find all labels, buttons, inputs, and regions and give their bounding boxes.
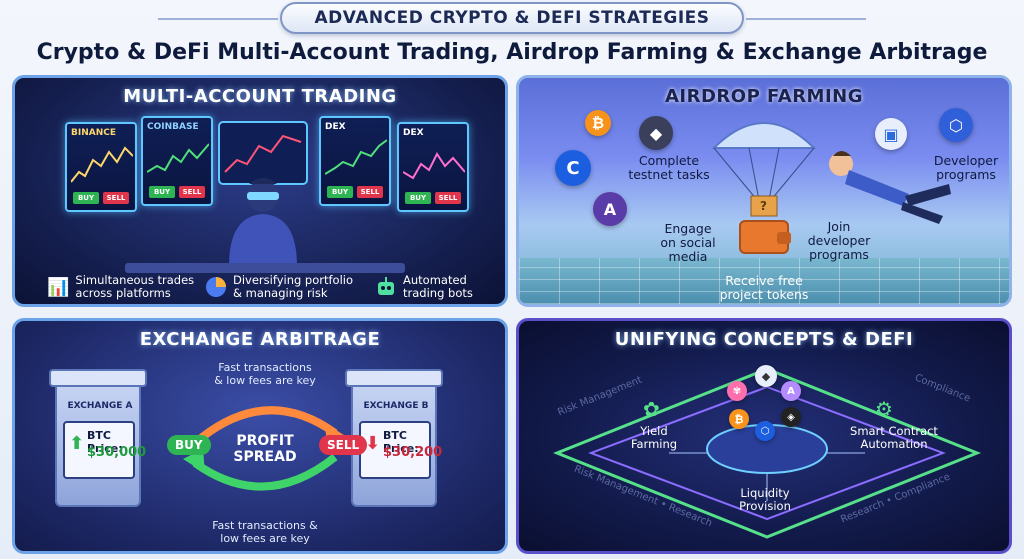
monitor-binance: BINANCE BUY SELL	[65, 122, 137, 212]
aave-icon: A	[781, 381, 801, 401]
cube-icon: ▣	[875, 118, 907, 150]
trader-icon	[218, 121, 308, 266]
ethereum-icon: ◆	[755, 365, 777, 387]
exchange-a-label: EXCHANGE A	[67, 401, 133, 411]
monitor-label: BINANCE	[71, 128, 116, 138]
parachute-icon: ?	[711, 122, 817, 217]
pie-chart-icon	[205, 276, 227, 299]
feature-text: & managing risk	[233, 286, 328, 300]
feature-text: Automated	[403, 273, 467, 287]
buy-badge: BUY	[167, 435, 211, 455]
price-value: $30,000	[87, 445, 147, 460]
price-screen: ⬇ BTC Price: $30,200	[359, 421, 442, 479]
ethereum-icon: ◆	[639, 116, 673, 150]
price-chart-icon	[325, 139, 387, 175]
price-chart-icon	[71, 146, 133, 183]
exchange-roof	[345, 369, 443, 387]
page-title: Crypto & DeFi Multi-Account Trading, Air…	[36, 40, 988, 65]
monitor-coinbase: COINBASE BUY SELL	[141, 116, 213, 206]
coin-c-icon: C	[555, 150, 591, 186]
chainlink-icon: ⬡	[755, 421, 775, 441]
feature-text: across platforms	[75, 286, 171, 300]
trading-desk	[125, 263, 405, 273]
network-diamond-icon	[552, 367, 982, 539]
monitor-label: COINBASE	[147, 122, 199, 132]
sprout-icon: ✿	[643, 397, 660, 421]
price-chart-icon	[403, 152, 465, 180]
grid-floor	[519, 258, 1009, 304]
svg-text:?: ?	[760, 199, 767, 213]
feature-diversifying: Diversifying portfolio& managing risk	[205, 274, 353, 300]
monitor-label: DEX	[325, 122, 346, 132]
price-chart-icon	[147, 143, 209, 173]
airdrop-title: AIRDROP FARMING	[664, 86, 864, 107]
sell-button[interactable]: SELL	[435, 192, 461, 204]
wallet-icon	[739, 220, 791, 254]
link-icon: ⬡	[939, 108, 973, 142]
exchange-b-label: EXCHANGE B	[363, 401, 429, 411]
bitcoin-icon: ₿	[585, 110, 611, 136]
sell-button[interactable]: SELL	[357, 186, 383, 198]
multi-account-panel: MULTI-ACCOUNT TRADING BINANCE BUY SELL C…	[12, 75, 508, 307]
monitor-label: DEX	[403, 128, 424, 138]
arrow-down-icon: ⬇	[365, 433, 381, 454]
buy-button[interactable]: BUY	[327, 186, 353, 198]
bar-chart-icon: 📊	[47, 276, 70, 298]
uniswap-icon: ✾	[727, 381, 747, 401]
bitcoin-icon: ₿	[729, 409, 749, 429]
feature-text: trading bots	[403, 286, 473, 300]
monitor-dex-2: DEX BUY SELL	[397, 122, 469, 212]
buy-button[interactable]: BUY	[149, 186, 175, 198]
price-label: BTC Price:	[383, 429, 419, 455]
header-banner: ADVANCED CRYPTO & DEFI STRATEGIES	[158, 2, 866, 34]
arbitrage-title: EXCHANGE ARBITRAGE	[139, 329, 381, 350]
price-screen: ⬆ BTC Price: $30,000	[63, 421, 146, 479]
buy-button[interactable]: BUY	[405, 192, 431, 204]
coin-icon: ◈	[781, 407, 801, 427]
unifying-panel: UNIFYING CONCEPTS & DEFI ◆ ✾ A ₿ ⬡ ◈ ✿ ⚙…	[516, 318, 1012, 554]
person-flying-icon	[829, 151, 951, 224]
exchange-b: EXCHANGE B ⬇ BTC Price: $30,200	[345, 369, 443, 507]
price-label: BTC Price:	[87, 429, 123, 455]
arrow-up-icon: ⬆	[69, 433, 85, 454]
unifying-title: UNIFYING CONCEPTS & DEFI	[614, 329, 914, 350]
buy-button[interactable]: BUY	[73, 192, 99, 204]
sell-badge: SELL	[319, 435, 368, 455]
arbitrage-panel: EXCHANGE ARBITRAGE EXCHANGE A ⬆ BTC Pric…	[12, 318, 508, 554]
price-value: $30,200	[383, 445, 443, 460]
sell-button[interactable]: SELL	[179, 186, 205, 198]
sell-button[interactable]: SELL	[103, 192, 129, 204]
multi-account-title: MULTI-ACCOUNT TRADING	[123, 86, 397, 107]
note-top: Fast transactions& low fees are key	[214, 361, 316, 387]
note-bottom: Fast transactions &low fees are key	[212, 519, 318, 545]
feature-text: Simultaneous trades	[75, 273, 195, 287]
contract-icon: ⚙	[875, 397, 893, 421]
exchange-a: EXCHANGE A ⬆ BTC Price: $30,000	[49, 369, 147, 507]
feature-text: Diversifying portfolio	[233, 273, 354, 287]
exchange-roof	[49, 369, 147, 387]
monitor-dex-1: DEX BUY SELL	[319, 116, 391, 206]
aave-icon: A	[593, 192, 627, 226]
robot-icon	[375, 276, 397, 299]
